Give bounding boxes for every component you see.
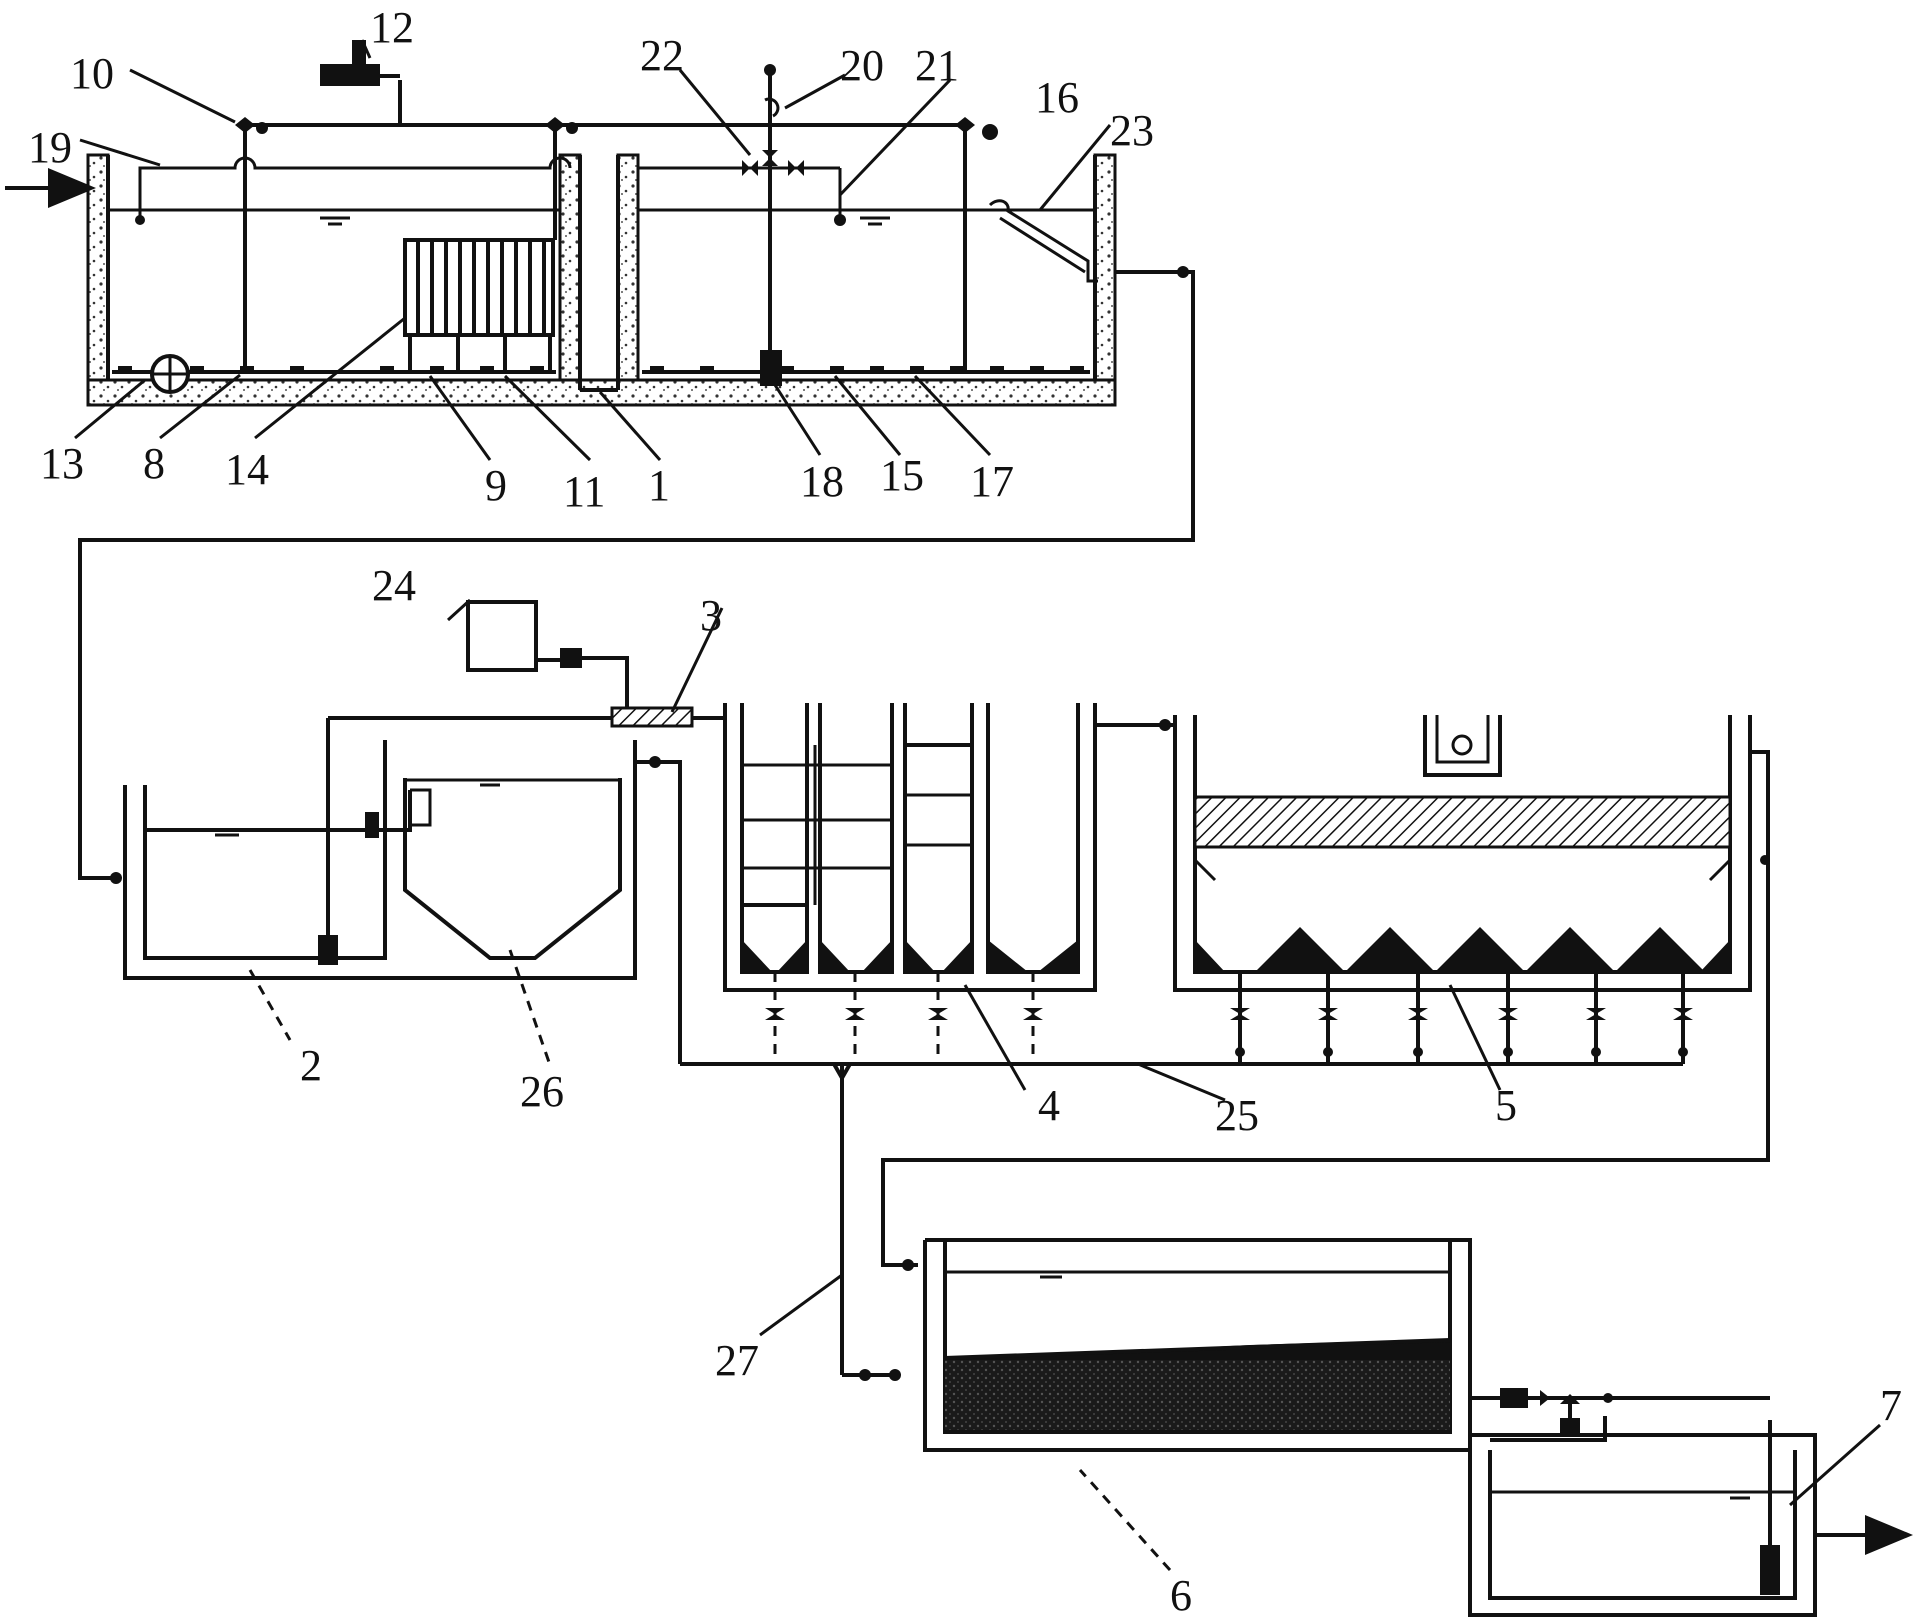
label-17: 17 xyxy=(970,457,1014,506)
tank-2 xyxy=(123,716,725,980)
label-20: 20 xyxy=(840,41,884,90)
label-24: 24 xyxy=(372,561,416,610)
component-labels: 10 12 19 22 20 21 16 23 13 8 14 9 11 1 1… xyxy=(28,3,1902,1620)
label-23: 23 xyxy=(1110,106,1154,155)
pipe-mixer-3 xyxy=(610,706,725,728)
valve-16 xyxy=(955,117,998,140)
backwash-pipe-27 xyxy=(832,1063,901,1381)
label-7: 7 xyxy=(1880,1381,1902,1430)
label-8: 8 xyxy=(143,439,165,488)
label-13: 13 xyxy=(40,439,84,488)
label-14: 14 xyxy=(225,445,269,494)
label-1: 1 xyxy=(648,461,670,510)
drain-valves-5 xyxy=(1230,972,1693,1064)
label-5: 5 xyxy=(1495,1081,1517,1130)
valve-10 xyxy=(235,117,268,134)
diffusers-right xyxy=(650,366,1084,372)
filter-tank-6 xyxy=(923,1238,1620,1452)
label-9: 9 xyxy=(485,461,507,510)
label-26: 26 xyxy=(520,1067,564,1116)
weir-23 xyxy=(988,199,1098,283)
leader-lines xyxy=(74,39,1881,1572)
blower-12 xyxy=(320,40,400,86)
label-3: 3 xyxy=(700,591,722,640)
sedimentation-tank-5 xyxy=(881,715,1770,1271)
label-19: 19 xyxy=(28,123,72,172)
label-10: 10 xyxy=(70,49,114,98)
label-18: 18 xyxy=(800,457,844,506)
label-4: 4 xyxy=(1038,1081,1060,1130)
label-12: 12 xyxy=(370,3,414,52)
label-16: 16 xyxy=(1035,73,1079,122)
flocculation-tank-4 xyxy=(723,703,1175,1064)
drain-valves-4 xyxy=(765,972,1043,1064)
label-15: 15 xyxy=(880,451,924,500)
label-21: 21 xyxy=(915,41,959,90)
label-22: 22 xyxy=(640,31,684,80)
mixer-13 xyxy=(150,354,190,394)
clear-water-tank-7 xyxy=(1468,1393,1913,1617)
label-6: 6 xyxy=(1170,1571,1192,1619)
label-11: 11 xyxy=(563,467,605,516)
membrane-module-14 xyxy=(403,238,555,372)
label-25: 25 xyxy=(1215,1091,1259,1140)
settling-tank-26 xyxy=(145,756,682,1064)
dosing-tank-24 xyxy=(466,600,629,718)
label-2: 2 xyxy=(300,1041,322,1090)
label-27: 27 xyxy=(715,1336,759,1385)
primary-reactor-tank xyxy=(5,40,1195,884)
